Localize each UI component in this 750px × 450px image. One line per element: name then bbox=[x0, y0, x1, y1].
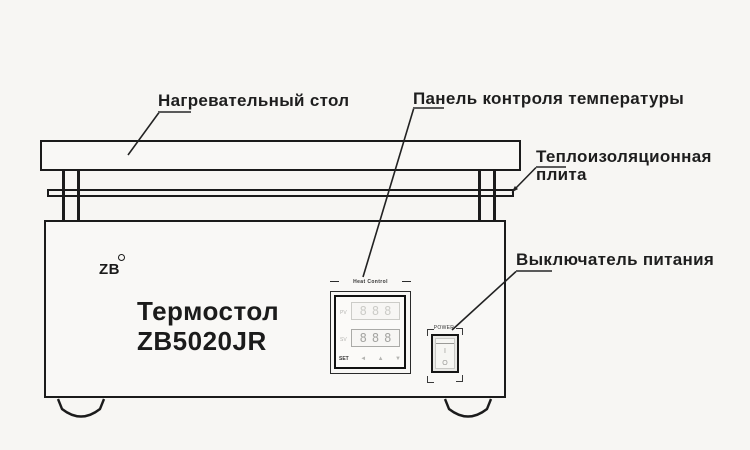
power-label: POWER bbox=[433, 325, 455, 331]
label-temp-control-panel-underline bbox=[413, 106, 444, 109]
heat-control-header: Heat Control bbox=[330, 277, 411, 286]
pv-label: PV bbox=[340, 310, 347, 316]
leader-insulation-plate bbox=[512, 166, 537, 192]
panel-keys: SET ◄ ▲ ▼ bbox=[339, 353, 401, 365]
label-temp-control-panel: Панель контроля температуры bbox=[413, 89, 685, 108]
label-heating-table: Нагревательный стол bbox=[158, 91, 350, 110]
label-insulation-plate: Теплоизоляционная плита bbox=[536, 147, 712, 184]
device-body bbox=[44, 220, 506, 398]
foot-right bbox=[443, 398, 493, 418]
switch-on-symbol: I bbox=[444, 348, 446, 355]
foot-left bbox=[56, 398, 106, 418]
up-key-icon: ▲ bbox=[377, 356, 384, 362]
set-key: SET bbox=[339, 356, 349, 362]
control-panel: PV 888 SV 888 SET ◄ ▲ ▼ bbox=[330, 291, 411, 374]
dash-right bbox=[402, 280, 411, 283]
device-title-name: Термостол bbox=[137, 296, 280, 326]
device-title: Термостол ZB5020JR bbox=[137, 296, 279, 356]
brand-logo: ZB bbox=[99, 261, 120, 278]
down-key-icon: ▼ bbox=[395, 356, 401, 362]
bracket-top-left bbox=[427, 329, 434, 336]
sv-display: 888 bbox=[351, 329, 400, 347]
heating-table-plate bbox=[40, 140, 521, 171]
power-switch: I O bbox=[431, 334, 459, 373]
bracket-bottom-right bbox=[456, 375, 463, 382]
power-rocker: I O bbox=[435, 338, 455, 369]
device-title-model: ZB5020JR bbox=[137, 326, 267, 356]
control-panel-face: PV 888 SV 888 SET ◄ ▲ ▼ bbox=[334, 295, 406, 369]
heat-control-title: Heat Control bbox=[353, 278, 388, 285]
label-heating-table-underline bbox=[158, 110, 191, 113]
label-power-switch: Выключатель питания bbox=[516, 250, 715, 269]
sv-label: SV bbox=[340, 337, 347, 343]
switch-off-symbol: O bbox=[442, 360, 448, 367]
label-power-switch-underline bbox=[516, 269, 552, 272]
brand-ring-icon bbox=[118, 254, 125, 261]
insulation-plate bbox=[47, 189, 514, 197]
pv-display: 888 bbox=[351, 302, 400, 320]
label-insulation-plate-underline bbox=[536, 166, 566, 168]
shift-key-icon: ◄ bbox=[360, 356, 367, 362]
bracket-bottom-left bbox=[427, 376, 434, 383]
dash-left bbox=[330, 280, 339, 283]
rocker-edge bbox=[436, 343, 454, 344]
